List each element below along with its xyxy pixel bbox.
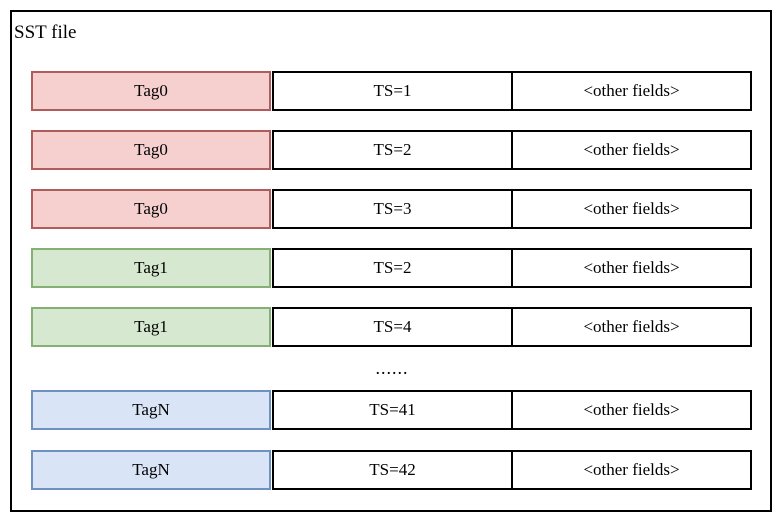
ellipsis-separator: ...... [375, 357, 409, 378]
table-row: TagN TS=41 <other fields> [31, 390, 752, 430]
timestamp-cell: TS=42 [272, 450, 513, 490]
timestamp-cell: TS=2 [272, 248, 513, 288]
other-fields-cell: <other fields> [511, 71, 752, 111]
tag-cell: Tag0 [31, 130, 271, 170]
other-fields-cell: <other fields> [511, 450, 752, 490]
table-row: Tag0 TS=3 <other fields> [31, 189, 752, 229]
other-fields-cell: <other fields> [511, 390, 752, 430]
tag-cell: Tag1 [31, 307, 271, 347]
timestamp-cell: TS=2 [272, 130, 513, 170]
table-row: Tag1 TS=4 <other fields> [31, 307, 752, 347]
timestamp-cell: TS=1 [272, 71, 513, 111]
timestamp-cell: TS=3 [272, 189, 513, 229]
tag-cell: TagN [31, 390, 271, 430]
tag-cell: Tag0 [31, 71, 271, 111]
table-row: Tag0 TS=2 <other fields> [31, 130, 752, 170]
other-fields-cell: <other fields> [511, 189, 752, 229]
other-fields-cell: <other fields> [511, 307, 752, 347]
sst-file-title: SST file [14, 22, 77, 43]
table-row: TagN TS=42 <other fields> [31, 450, 752, 490]
tag-cell: Tag1 [31, 248, 271, 288]
table-row: Tag1 TS=2 <other fields> [31, 248, 752, 288]
timestamp-cell: TS=41 [272, 390, 513, 430]
timestamp-cell: TS=4 [272, 307, 513, 347]
other-fields-cell: <other fields> [511, 130, 752, 170]
tag-cell: TagN [31, 450, 271, 490]
tag-cell: Tag0 [31, 189, 271, 229]
table-row: Tag0 TS=1 <other fields> [31, 71, 752, 111]
other-fields-cell: <other fields> [511, 248, 752, 288]
